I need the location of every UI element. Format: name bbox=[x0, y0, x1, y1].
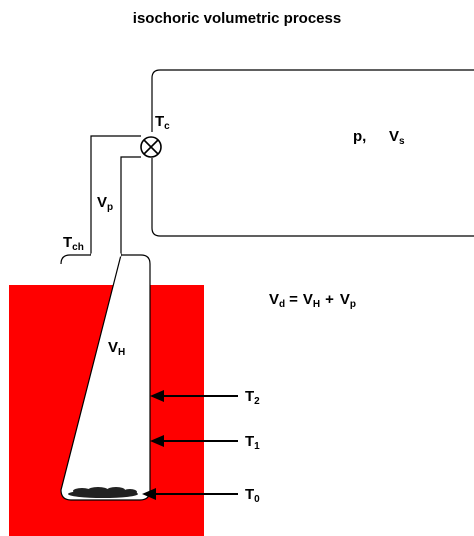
sample-powder bbox=[68, 487, 138, 498]
temperature-label-t1: T1 bbox=[245, 433, 260, 452]
capillary-volume-label: Vp bbox=[97, 194, 113, 213]
temperature-label-t2: T2 bbox=[245, 388, 260, 407]
temperature-label-t0: T0 bbox=[245, 486, 260, 505]
pressure-label: p, bbox=[353, 128, 366, 145]
valve-temperature-label: Tc bbox=[155, 113, 170, 132]
sample-volume-label: VH bbox=[108, 339, 125, 358]
reservoir-volume-label: Vs bbox=[389, 128, 405, 147]
valve-x-icon bbox=[140, 136, 162, 158]
volume-equation: Vd=VH+Vp bbox=[269, 291, 356, 310]
capillary-tube bbox=[90, 135, 141, 255]
temperature-arrows bbox=[142, 390, 238, 500]
sample-cell bbox=[60, 254, 151, 501]
tube-temperature-label: Tch bbox=[63, 234, 84, 253]
reservoir-vessel bbox=[151, 69, 474, 237]
diagram-title: isochoric volumetric process bbox=[133, 10, 341, 27]
